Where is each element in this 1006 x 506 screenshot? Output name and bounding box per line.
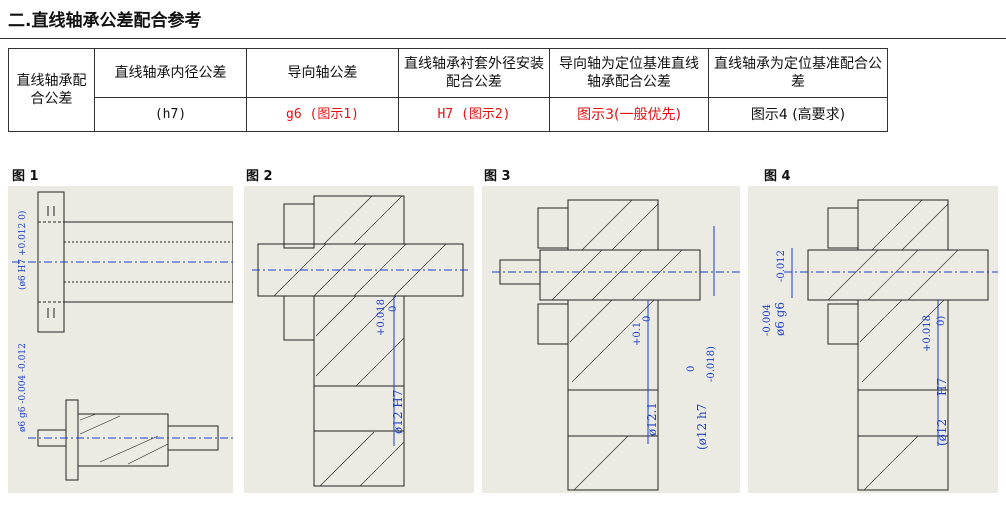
figure-1-drawing: (ø6 H7 +0.012 0) ø6 g6 -0.004 -0.012 (8, 186, 234, 493)
tolerance-table: 直线轴承配合公差 直线轴承内径公差 导向轴公差 直线轴承衬套外径安装配合公差 导… (8, 48, 888, 132)
value-cell-g6: g6 (图示1) (246, 97, 399, 132)
fig2-dim-upper: +0.018 (376, 299, 387, 336)
fig3-dim-upper: +0.1 (632, 322, 643, 346)
figure-1-label: 图 1 (12, 169, 39, 184)
header-cell-shaft-datum: 导向轴为定位基准直线轴承配合公差 (549, 48, 709, 98)
figure-4-drawing: ø6 g6 -0.004 -0.012 (ø12 H7 +0.018 0) (748, 186, 998, 493)
fig4-dim-h7-lower: 0) (936, 316, 947, 326)
header-cell-inner-diameter: 直线轴承内径公差 (94, 48, 247, 98)
header-cell-bearing-datum: 直线轴承为定位基准配合公差 (708, 48, 888, 98)
value-cell-h7: (h7) (94, 97, 247, 132)
value-cell-fig3: 图示3(一般优先) (549, 97, 709, 132)
fig3-dim-h7-upper: 0 (686, 366, 697, 372)
header-cell-bushing: 直线轴承衬套外径安装配合公差 (398, 48, 550, 98)
fig4-dim-h7-upper: +0.018 (922, 315, 933, 352)
fig3-dim-h7: (ø12 h7 (695, 404, 709, 450)
fig4-dim-h7: H7 (935, 378, 949, 396)
fig2-dim-h7: ø12 H7 (391, 390, 405, 434)
fig1-dim-h7: (ø6 H7 +0.012 0) (17, 211, 28, 290)
fig3-dim-lower: 0 (642, 316, 653, 322)
fig4-dim-12: (ø12 (935, 419, 949, 446)
value-cell-H7: H7 (图示2) (398, 97, 550, 132)
table-value-row: (h7) g6 (图示1) H7 (图示2) 图示3(一般优先) 图示4 (高要… (9, 97, 888, 132)
fig4-dim-g6-upper: -0.004 (762, 304, 773, 336)
fig1-dim-g6: ø6 g6 -0.004 -0.012 (18, 343, 28, 432)
figure-3-drawing: ø12.1 +0.1 0 (ø12 h7 0 -0.018) (482, 186, 740, 493)
figure-2-label: 图 2 (246, 169, 273, 184)
value-cell-fig4: 图示4 (高要求) (708, 97, 888, 132)
fig3-dim-12-1: ø12.1 (645, 402, 659, 436)
figure-3-label: 图 3 (484, 169, 511, 184)
header-cell-shaft: 导向轴公差 (246, 48, 399, 98)
fig4-dim-g6-lower: -0.012 (776, 250, 787, 282)
table-header-row: 直线轴承配合公差 直线轴承内径公差 导向轴公差 直线轴承衬套外径安装配合公差 导… (8, 48, 888, 132)
fig2-dim-lower: 0 (388, 306, 399, 312)
page-title: 二.直线轴承公差配合参考 (8, 11, 202, 31)
fig4-dim-g6: ø6 g6 (773, 302, 787, 336)
fig3-dim-h7-lower: -0.018) (706, 346, 717, 382)
title-divider (0, 38, 1006, 39)
figure-2-drawing: ø12 H7 +0.018 0 (244, 186, 474, 493)
row-header-cell: 直线轴承配合公差 (8, 48, 95, 132)
figure-4-label: 图 4 (764, 169, 791, 184)
